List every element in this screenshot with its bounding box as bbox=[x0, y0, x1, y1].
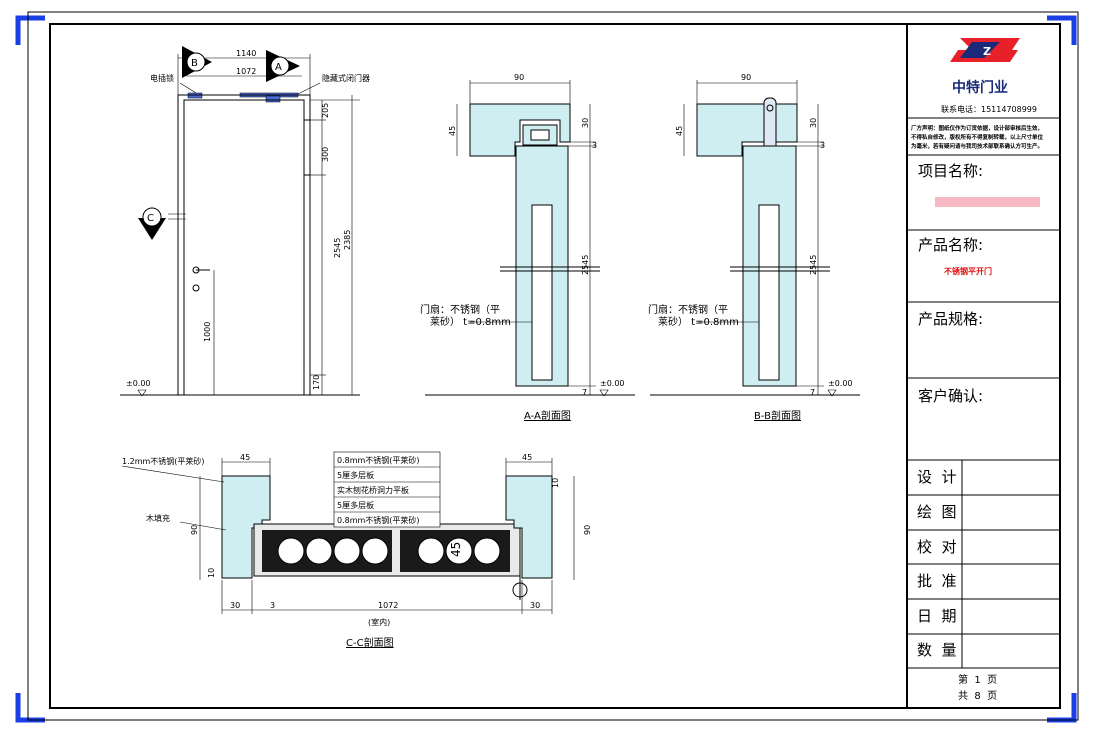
page-total: 共 8 页 bbox=[958, 690, 997, 702]
page-number: 第 1 页 bbox=[958, 673, 997, 686]
cc-dim-30-right: 30 bbox=[530, 601, 540, 610]
label-electric-lock: 电插锁 bbox=[150, 73, 174, 83]
section-marker-c: C bbox=[138, 207, 186, 240]
aa-leaf-label-1: 门扇：不锈钢（平 bbox=[420, 303, 500, 316]
layer-4: 5厘多层板 bbox=[337, 500, 374, 510]
product-spec-label: 产品规格: bbox=[918, 310, 983, 328]
drawing-frame bbox=[49, 23, 1061, 709]
bb-dim-7: 7 bbox=[810, 388, 815, 397]
aa-leaf-label-2: 莱砂） t=0.8mm bbox=[430, 315, 511, 328]
door-elevation: 1140 1072 B A 电插锁 隐藏式闭门器 bbox=[120, 46, 370, 397]
redacted-project-name bbox=[935, 197, 1040, 207]
dim-300: 300 bbox=[321, 147, 330, 162]
cc-indoor: (室内) bbox=[368, 617, 390, 627]
company-logo: Z bbox=[950, 38, 1020, 62]
project-name-label: 项目名称: bbox=[918, 162, 983, 180]
section-marker-a: A bbox=[266, 50, 300, 82]
cc-label-fill: 木填充 bbox=[146, 513, 170, 523]
aa-dim-30: 30 bbox=[581, 118, 590, 128]
row-qty-label: 数 量 bbox=[917, 641, 957, 659]
bb-dim-2545: 2545 bbox=[809, 255, 818, 275]
label-hidden-closer: 隐藏式闭门器 bbox=[322, 73, 370, 83]
product-name-label: 产品名称: bbox=[918, 236, 983, 254]
contact-phone: 联系电话：15114708999 bbox=[941, 104, 1037, 114]
dim-1000: 1000 bbox=[203, 322, 212, 342]
layer-2: 5厘多层板 bbox=[337, 470, 374, 480]
cc-label-frame: 1.2mm不锈钢(平莱砂) bbox=[122, 456, 205, 466]
row-date-label: 日 期 bbox=[917, 607, 957, 625]
bb-leaf-label-2: 莱砂） t=0.8mm bbox=[658, 315, 739, 328]
cc-dim-45-right: 45 bbox=[522, 453, 532, 462]
dim-205: 205 bbox=[321, 103, 330, 118]
row-drawing-label: 绘 图 bbox=[917, 503, 957, 521]
bb-level: ±0.00 bbox=[828, 379, 853, 388]
section-b-b: 90 45 30 3 2545 7 门扇：不锈钢（平 莱砂） t=0.8mm ±… bbox=[648, 73, 860, 422]
row-design-label: 设 计 bbox=[917, 468, 957, 486]
cc-dim-45-mid: 45 bbox=[449, 542, 463, 557]
disclaimer-note: 厂方声明：图纸仅作为订货依据，设计部审核后生效， 不得私自修改，版权所有不得复制… bbox=[911, 124, 1045, 150]
section-marker-b: B bbox=[182, 46, 212, 78]
aa-level: ±0.00 bbox=[600, 379, 625, 388]
cc-dim-30-left: 30 bbox=[230, 601, 240, 610]
aa-caption: A-A剖面图 bbox=[524, 409, 571, 422]
layer-1: 0.8mm不锈钢(平莱砂) bbox=[337, 455, 420, 465]
aa-dim-45: 45 bbox=[448, 126, 457, 136]
svg-text:C: C bbox=[147, 213, 154, 224]
dim-1140: 1140 bbox=[236, 49, 256, 58]
bb-leaf-label-1: 门扇：不锈钢（平 bbox=[648, 303, 728, 316]
layer-legend: 0.8mm不锈钢(平莱砂) 5厘多层板 实木刨花桥洞力平板 5厘多层板 0.8m… bbox=[333, 451, 441, 528]
bb-dim-3: 3 bbox=[820, 141, 825, 150]
cc-dim-45-left: 45 bbox=[240, 453, 250, 462]
section-c-c: 45 90 10 1.2mm不锈钢(平莱砂) 木填充 45 bbox=[121, 451, 592, 649]
level-mark: ±0.00 bbox=[126, 379, 151, 388]
title-block: Z 中特门业 联系电话：15114708999 厂方声明：图纸仅作为订货依据，设… bbox=[906, 24, 1060, 708]
layer-5: 0.8mm不锈钢(平莱砂) bbox=[337, 515, 420, 525]
layer-3: 实木刨花桥洞力平板 bbox=[337, 485, 409, 495]
cc-dim-1072: 1072 bbox=[378, 601, 398, 610]
dim-2545: 2545 bbox=[333, 238, 342, 258]
aa-dim-3: 3 bbox=[592, 141, 597, 150]
cc-caption: C-C剖面图 bbox=[346, 636, 394, 649]
company-name: 中特门业 bbox=[952, 79, 1008, 96]
cc-dim-3: 3 bbox=[270, 601, 275, 610]
dim-170: 170 bbox=[312, 375, 321, 390]
cc-dim-90-left: 90 bbox=[190, 525, 199, 535]
dim-2385: 2385 bbox=[343, 230, 352, 250]
customer-confirm-label: 客户确认: bbox=[918, 387, 983, 405]
row-approve-label: 批 准 bbox=[917, 572, 957, 590]
dim-1072: 1072 bbox=[236, 67, 256, 76]
svg-text:B: B bbox=[191, 58, 198, 69]
cc-dim-10-right: 10 bbox=[551, 478, 560, 488]
outer-border bbox=[27, 11, 1079, 721]
svg-text:Z: Z bbox=[983, 45, 991, 58]
bb-caption: B-B剖面图 bbox=[754, 409, 801, 422]
aa-dim-90: 90 bbox=[514, 73, 524, 82]
aa-dim-2545: 2545 bbox=[581, 255, 590, 275]
cc-dim-10-left: 10 bbox=[207, 568, 216, 578]
row-check-label: 校 对 bbox=[917, 538, 957, 556]
bb-dim-45: 45 bbox=[675, 126, 684, 136]
aa-dim-7: 7 bbox=[582, 388, 587, 397]
bb-dim-30: 30 bbox=[809, 118, 818, 128]
product-name-value: 不锈钢平开门 bbox=[944, 266, 992, 276]
section-a-a: 90 45 30 3 2545 7 门扇：不锈钢（平 莱砂） t=0.8mm ±… bbox=[420, 73, 635, 422]
cc-dim-90-right: 90 bbox=[583, 525, 592, 535]
svg-text:A: A bbox=[275, 62, 282, 73]
bb-dim-90: 90 bbox=[741, 73, 751, 82]
